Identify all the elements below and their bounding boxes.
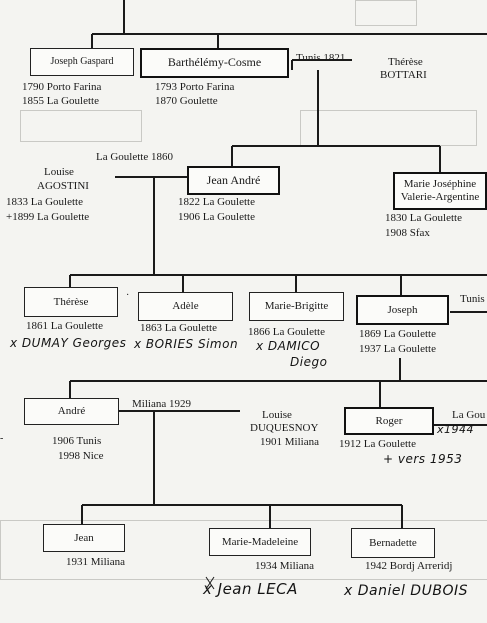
person-name: Joseph — [387, 303, 418, 316]
person-name-line: Valerie-Argentine — [400, 191, 480, 203]
death-date: 1855 La Goulette — [22, 95, 99, 107]
birth-date: 1912 La Goulette — [339, 438, 416, 450]
birth-date: 1942 Bordj Arreridj — [365, 560, 453, 572]
birth-date: 1863 La Goulette — [140, 322, 217, 334]
person-name: Joseph Gaspard — [50, 56, 114, 68]
marriage-label: Tunis 1821 — [296, 52, 346, 64]
death-date: 1937 La Goulette — [359, 343, 436, 355]
person-name: Thérèse — [53, 295, 89, 308]
person-box-joseph-gaspard: Joseph Gaspard — [30, 48, 134, 76]
person-name: Roger — [375, 414, 403, 427]
birth-date: 1822 La Goulette — [178, 196, 255, 208]
person-name: Jean André — [206, 172, 261, 187]
person-box-therese: Thérèse — [24, 287, 118, 317]
handwritten-death-note: + vers 1953 — [383, 452, 463, 466]
person-name-line: Marie Joséphine — [403, 178, 477, 191]
person-box-marie-madeleine: Marie-Madeleine — [209, 528, 311, 556]
person-box-marie-josephine: Marie Joséphine Valerie-Argentine — [393, 172, 487, 210]
person-box-andre: André — [24, 398, 119, 425]
person-box-bernadette: Bernadette — [351, 528, 435, 558]
cutoff-label: Tunis — [460, 293, 485, 305]
death-date: 1908 Sfax — [385, 227, 430, 239]
death-date: 1906 La Goulette — [178, 211, 255, 223]
birth-date: 1833 La Goulette — [6, 196, 83, 208]
cutoff-label: La Gou — [452, 409, 486, 421]
faded-box — [20, 110, 142, 142]
birth-date: 1866 La Goulette — [248, 326, 325, 338]
person-name: Marie-Madeleine — [221, 535, 299, 548]
handwritten-spouse-note: x Daniel DUBOIS — [344, 583, 468, 599]
birth-date: 1934 Miliana — [255, 560, 314, 572]
faded-box — [355, 0, 417, 26]
birth-date: 1861 La Goulette — [26, 320, 103, 332]
person-box-adele: Adèle — [138, 292, 233, 321]
birth-date: 1830 La Goulette — [385, 212, 462, 224]
person-box-barthelemy-cosme: Barthélémy-Cosme — [140, 48, 289, 78]
birth-date: 1931 Miliana — [66, 556, 125, 568]
death-date: 1998 Nice — [58, 450, 104, 462]
death-date: 1870 Goulette — [155, 95, 218, 107]
birth-date: 1901 Miliana — [260, 436, 319, 448]
death-date: +1899 La Goulette — [6, 211, 90, 223]
marriage-label: Miliana 1929 — [132, 398, 191, 410]
person-last-name: BOTTARI — [380, 69, 427, 81]
handwritten-marriage-note: x1944 — [437, 423, 475, 436]
person-name: Jean — [74, 531, 94, 544]
faded-box — [0, 520, 487, 580]
handwritten-spouse-note: x DUMAY Georges — [10, 336, 127, 350]
person-box-jean: Jean — [43, 524, 125, 552]
person-name: Barthélémy-Cosme — [167, 55, 262, 70]
person-box-jean-andre: Jean André — [187, 166, 280, 195]
person-last-name: AGOSTINI — [37, 180, 89, 192]
person-first-name: Louise — [262, 409, 292, 421]
birth-date: 1869 La Goulette — [359, 328, 436, 340]
person-box-roger: Roger — [344, 407, 434, 435]
person-name: Adèle — [172, 300, 199, 313]
handwritten-spouse-note: Diego — [290, 355, 328, 369]
person-box-joseph: Joseph — [356, 295, 449, 325]
handwritten-spouse-note: x Jean LECA — [203, 580, 298, 598]
person-first-name: Louise — [44, 166, 74, 178]
birth-date: 1793 Porto Farina — [155, 81, 235, 93]
person-box-marie-brigitte: Marie-Brigitte — [249, 292, 344, 321]
stray-mark: · — [126, 290, 130, 301]
handwritten-spouse-note: x DAMICO — [256, 339, 321, 353]
person-name-block: Marie Joséphine Valerie-Argentine — [401, 178, 480, 203]
person-name: Bernadette — [369, 536, 417, 549]
birth-date: 1906 Tunis — [52, 435, 102, 447]
person-last-name: DUQUESNOY — [250, 422, 319, 434]
stray-mark: - — [0, 433, 4, 444]
marriage-label: La Goulette 1860 — [96, 151, 173, 163]
handwritten-spouse-note: x BORIES Simon — [134, 337, 239, 351]
person-name: André — [57, 405, 86, 418]
person-name: Marie-Brigitte — [264, 300, 329, 313]
birth-date: 1790 Porto Farina — [22, 81, 102, 93]
person-first-name: Thérèse — [388, 56, 423, 68]
